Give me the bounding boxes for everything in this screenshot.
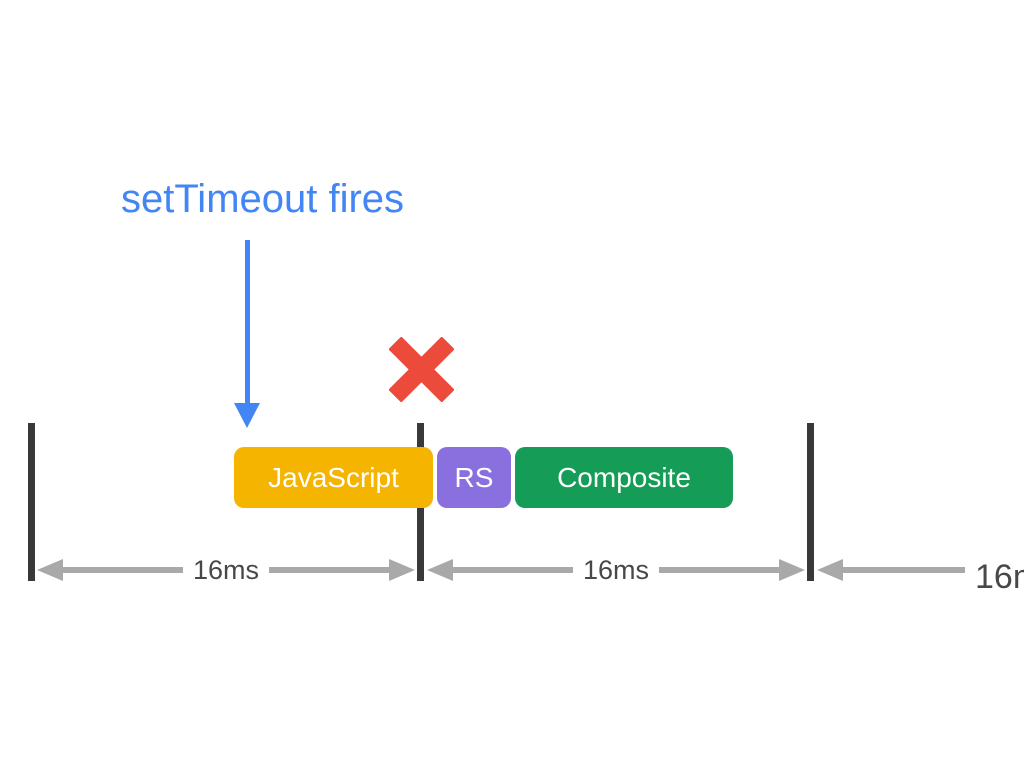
- task-rs-label: RS: [454, 461, 494, 493]
- task-javascript-label: JavaScript: [268, 461, 399, 493]
- interval-label: 16ms: [582, 555, 650, 585]
- task-rs: RS: [437, 447, 511, 508]
- arrow-line: [63, 567, 183, 573]
- down-arrow-head: [234, 403, 260, 428]
- down-arrow-shaft: [245, 240, 250, 404]
- interval-arrow-3: 16ms: [817, 559, 1024, 594]
- frame-boundary-bar: [28, 423, 35, 581]
- arrow-line: [453, 567, 573, 573]
- task-composite: Composite: [515, 447, 733, 508]
- frame-boundary-bar: [807, 423, 814, 581]
- settimeout-fires-label: setTimeout fires: [121, 177, 405, 221]
- interval-arrow-1: 16ms: [37, 555, 415, 585]
- interval-label: 16ms: [975, 558, 1024, 596]
- arrow-line: [659, 567, 779, 573]
- task-composite-label: Composite: [557, 461, 691, 493]
- arrowhead-right-icon: [779, 559, 805, 581]
- arrowhead-left-icon: [427, 559, 453, 581]
- interval-label: 16ms: [192, 555, 260, 585]
- interval-arrow-2: 16ms: [427, 555, 805, 585]
- arrowhead-left-icon: [37, 559, 63, 581]
- x-icon: [389, 337, 454, 402]
- arrowhead-left-icon: [817, 559, 843, 581]
- task-javascript: JavaScript: [234, 447, 433, 508]
- arrow-line: [843, 567, 965, 573]
- arrow-line: [269, 567, 389, 573]
- arrowhead-right-icon: [389, 559, 415, 581]
